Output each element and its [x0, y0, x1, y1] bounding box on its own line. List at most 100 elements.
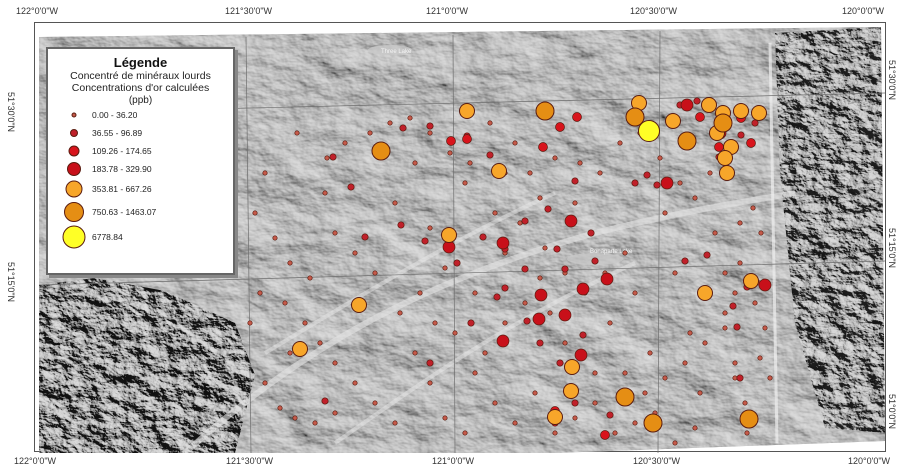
sample-point-marker: [492, 400, 498, 406]
tick-top-3: 120°30'0"W: [630, 6, 678, 16]
sample-point-marker: [750, 205, 756, 211]
sample-point-marker: [702, 340, 708, 346]
sample-point-marker: [571, 177, 579, 185]
sample-point-marker: [687, 330, 693, 336]
sample-points: [247, 95, 773, 446]
sample-point-marker: [733, 103, 749, 119]
sample-point-marker: [452, 330, 458, 336]
legend-label: 36.55 - 96.89: [92, 128, 143, 138]
sample-point-marker: [347, 183, 355, 191]
sample-point-marker: [486, 151, 494, 159]
sample-point-marker: [751, 105, 767, 121]
sample-point-marker: [714, 142, 724, 152]
sample-point-marker: [563, 383, 579, 399]
sample-point-marker: [562, 340, 568, 346]
legend-label: 6778.84: [92, 232, 123, 242]
sample-point-marker-icon: [70, 129, 78, 137]
sample-point-marker: [342, 140, 348, 146]
sample-point-marker: [572, 112, 582, 122]
sample-point-marker: [521, 217, 529, 225]
sample-point-marker: [407, 115, 413, 121]
sample-point-marker: [729, 302, 737, 310]
sample-point-marker: [758, 230, 764, 236]
sample-point-marker: [262, 170, 268, 176]
legend-row-5: 750.63 - 1463.07: [54, 200, 227, 224]
sample-point-marker: [441, 227, 457, 243]
sample-point-marker: [757, 355, 763, 361]
sample-point-marker: [462, 180, 468, 186]
sample-point-marker: [558, 308, 572, 322]
sample-point-marker: [591, 257, 599, 265]
sample-point-marker: [538, 142, 548, 152]
sample-point-marker: [287, 260, 293, 266]
legend-label: 183.78 - 329.90: [92, 164, 152, 174]
sample-point-marker: [479, 233, 487, 241]
sample-point-marker: [547, 310, 553, 316]
sample-point-marker: [432, 320, 438, 326]
sample-point-marker-icon: [71, 112, 77, 118]
sample-point-marker: [722, 310, 728, 316]
sample-point-marker: [426, 359, 434, 367]
sample-point-marker: [536, 339, 544, 347]
sample-point-marker: [643, 171, 651, 179]
tick-bottom-0: 122°0'0"W: [14, 456, 57, 466]
sample-point-marker: [553, 245, 561, 253]
sample-point-marker: [512, 420, 518, 426]
sample-point-marker: [447, 150, 453, 156]
sample-point-marker: [252, 210, 258, 216]
sample-point-marker: [312, 420, 318, 426]
sample-point-marker: [527, 170, 533, 176]
legend-subtitle-minerals: Concentré de minéraux lourds: [70, 70, 211, 82]
sample-point-marker: [329, 153, 337, 161]
sample-point-marker: [427, 225, 433, 231]
sample-point-marker: [462, 430, 468, 436]
sample-point-marker: [472, 290, 478, 296]
sample-point-marker: [762, 325, 768, 331]
tick-right-2: 51°0'0"N: [887, 394, 897, 430]
sample-point-marker: [544, 205, 552, 213]
sample-point-marker: [744, 430, 750, 436]
sample-point-marker: [693, 97, 701, 105]
sample-point-marker: [292, 415, 298, 421]
sample-point-marker: [332, 230, 338, 236]
sample-point-marker: [556, 359, 564, 367]
tick-left-1: 51°15'0"N: [6, 262, 16, 303]
sample-point-marker: [453, 259, 461, 267]
sample-point-marker: [427, 380, 433, 386]
sample-point-marker: [572, 415, 578, 421]
sample-point-marker: [555, 122, 565, 132]
sample-point-marker: [321, 397, 329, 405]
tick-right-1: 51°15'0"N: [887, 228, 897, 269]
sample-point-marker: [417, 290, 423, 296]
sample-point-marker: [606, 411, 614, 419]
sample-point-marker: [677, 180, 683, 186]
legend-unit: (ppb): [128, 95, 153, 106]
sample-point-marker: [758, 278, 772, 292]
sample-point-marker-icon: [62, 225, 86, 249]
sample-point-marker: [647, 350, 653, 356]
sample-point-marker: [631, 179, 639, 187]
tick-bottom-3: 120°30'0"W: [633, 456, 681, 466]
sample-point-marker: [287, 350, 293, 356]
sample-point-marker: [564, 214, 578, 228]
sample-point-marker: [442, 265, 448, 271]
sample-point-marker: [739, 409, 759, 429]
sample-point-marker: [496, 334, 510, 348]
sample-point-marker: [592, 370, 598, 376]
sample-point-marker: [697, 390, 703, 396]
sample-point-marker: [552, 155, 558, 161]
sample-point-marker: [322, 190, 328, 196]
sample-point-marker: [662, 210, 668, 216]
sample-point-marker: [352, 250, 358, 256]
sample-point-marker: [552, 430, 558, 436]
sample-point-marker: [579, 331, 587, 339]
sample-point-marker: [351, 297, 367, 313]
sample-point-marker: [522, 300, 528, 306]
sample-point-marker: [277, 405, 283, 411]
sample-point-marker: [352, 380, 358, 386]
legend-label: 353.81 - 667.26: [92, 184, 152, 194]
tick-top-4: 120°0'0"W: [842, 6, 885, 16]
sample-point-marker: [421, 237, 429, 245]
sample-point-marker: [512, 140, 518, 146]
legend-row-0: 0.00 - 36.20: [54, 106, 227, 124]
